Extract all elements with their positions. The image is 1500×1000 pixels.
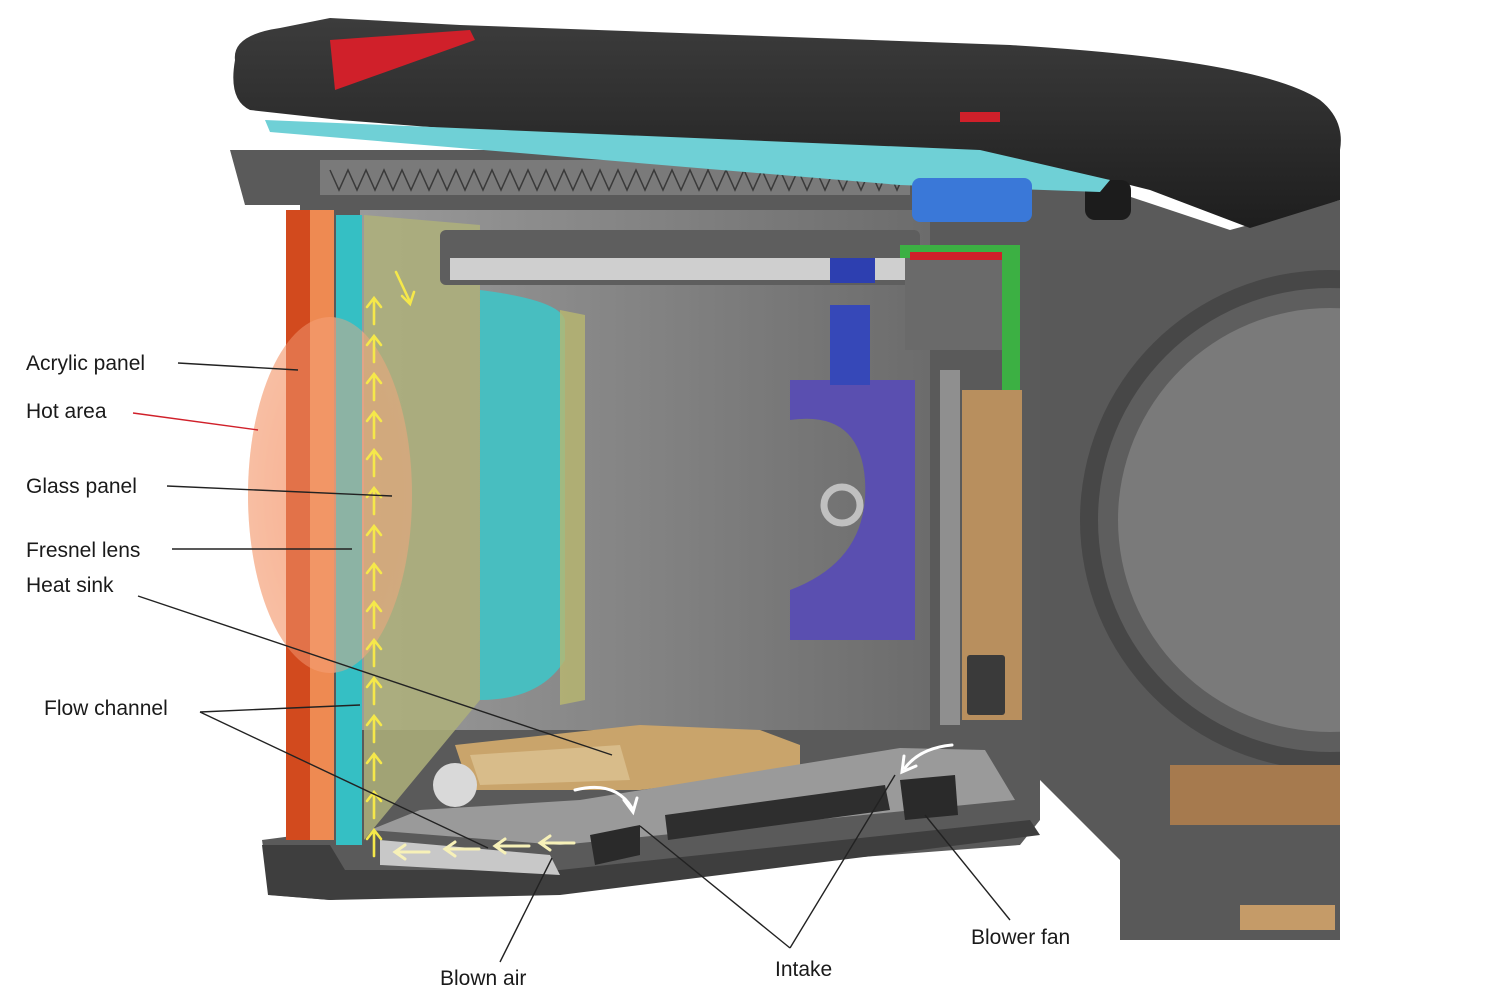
leader-flow-channel-1	[199, 704, 361, 713]
airflow-up-arrow	[365, 409, 383, 440]
leader-blown-air	[499, 857, 553, 963]
leader-heat-sink	[137, 595, 613, 756]
airflow-up-arrow	[365, 599, 383, 630]
bracket	[790, 258, 915, 640]
blower-fan	[590, 775, 958, 865]
label-glass-panel: Glass panel	[26, 475, 137, 498]
hot-area-overlay	[248, 317, 412, 673]
leader-hot-area	[132, 412, 259, 431]
airflow-up-arrow	[365, 523, 383, 554]
labels: Acrylic panel Hot area Glass panel Fresn…	[26, 352, 1070, 990]
airflow-left-arrow	[442, 840, 481, 858]
airflow-up-arrow	[365, 637, 383, 668]
label-fresnel-lens: Fresnel lens	[26, 539, 140, 562]
label-blown-air: Blown air	[440, 967, 526, 990]
blower-duct	[370, 748, 1015, 875]
airflow-up-arrow	[365, 827, 383, 858]
airflow-up-arrow	[365, 485, 383, 516]
label-heat-sink: Heat sink	[26, 574, 114, 597]
blue-block	[912, 178, 1032, 222]
airflow-up-arrow	[365, 561, 383, 592]
heat-sink	[455, 725, 800, 790]
leader-intake-2	[789, 774, 896, 949]
label-hot-area: Hot area	[26, 400, 107, 423]
label-flow-channel: Flow channel	[44, 697, 168, 720]
airflow-up-arrow	[365, 789, 383, 820]
leader-blower-fan	[924, 814, 1011, 921]
airflow-left-arrow	[537, 834, 576, 852]
glass-panel	[336, 215, 362, 845]
lamp-rod	[440, 230, 1020, 390]
acrylic-panel	[286, 210, 334, 840]
leader-flow-channel-2	[199, 711, 489, 849]
airflow-arrows	[365, 270, 954, 861]
airflow-up-arrow	[365, 751, 383, 782]
airflow-left-arrow	[492, 837, 531, 855]
airflow-up-arrow	[365, 713, 383, 744]
top-glass-strip	[265, 120, 1110, 192]
projection-lens	[480, 290, 565, 700]
leader-lines	[132, 362, 1011, 963]
label-intake: Intake	[775, 958, 832, 981]
airflow-up-arrow	[365, 675, 383, 706]
fresnel-lens	[364, 215, 480, 840]
airflow-left-arrow	[392, 843, 431, 861]
connector	[967, 655, 1005, 715]
cylinder-component	[1080, 200, 1500, 960]
sawtooth-ridge	[329, 168, 907, 192]
airflow-up-arrow	[365, 333, 383, 364]
leader-acrylic-panel	[177, 362, 299, 371]
leader-glass-panel	[166, 485, 393, 497]
label-acrylic-panel: Acrylic panel	[26, 352, 145, 375]
airflow-up-arrow	[365, 447, 383, 478]
fan-hub	[433, 763, 477, 807]
airflow-up-arrow	[365, 295, 383, 326]
airflow-up-arrow	[365, 371, 383, 402]
leader-intake-1	[639, 825, 791, 949]
label-blower-fan: Blower fan	[971, 926, 1070, 949]
